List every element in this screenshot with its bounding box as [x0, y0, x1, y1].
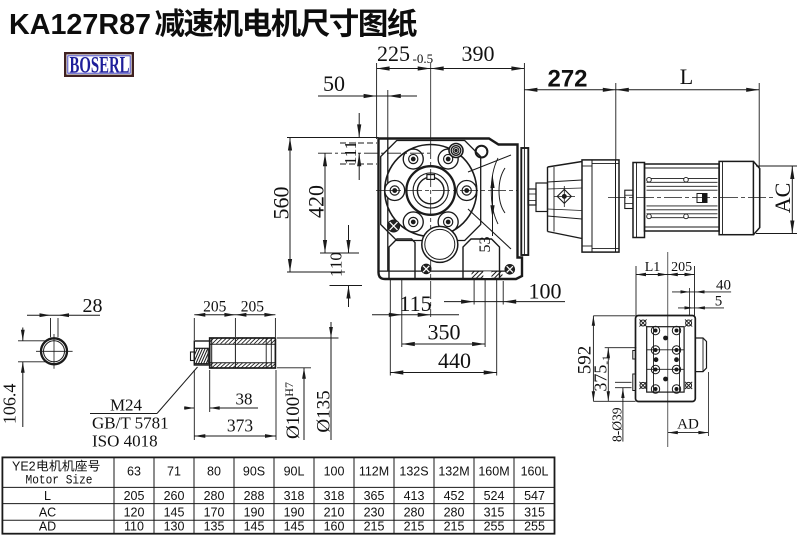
- svg-text:225: 225: [377, 41, 410, 66]
- svg-text:GB/T 5781: GB/T 5781: [92, 414, 169, 433]
- svg-text:5: 5: [715, 294, 723, 310]
- svg-text:145: 145: [244, 520, 265, 534]
- svg-text:160: 160: [324, 520, 345, 534]
- svg-text:Ø135: Ø135: [314, 390, 335, 432]
- svg-text:AC: AC: [39, 505, 56, 519]
- svg-text:260: 260: [164, 489, 185, 503]
- svg-text:315: 315: [524, 505, 545, 519]
- svg-text:80: 80: [207, 465, 221, 479]
- svg-text:120: 120: [124, 505, 145, 519]
- svg-text:ISO 4018: ISO 4018: [92, 432, 158, 451]
- svg-text:111: 111: [341, 141, 360, 165]
- svg-text:170: 170: [204, 505, 225, 519]
- svg-text:390: 390: [462, 41, 495, 66]
- svg-text:205: 205: [671, 260, 692, 275]
- svg-text:8-Ø39: 8-Ø39: [609, 407, 624, 442]
- svg-text:Motor Size: Motor Size: [26, 474, 93, 488]
- svg-text:547: 547: [524, 489, 545, 503]
- svg-text:112M: 112M: [359, 465, 389, 479]
- svg-text:145: 145: [284, 520, 305, 534]
- svg-text:205: 205: [241, 298, 265, 315]
- svg-text:288: 288: [244, 489, 265, 503]
- svg-text:115: 115: [399, 291, 431, 316]
- svg-text:50: 50: [323, 71, 345, 96]
- svg-text:160M: 160M: [478, 465, 509, 479]
- svg-text:365: 365: [364, 489, 385, 503]
- svg-text:592: 592: [575, 346, 596, 375]
- svg-text:90L: 90L: [284, 465, 305, 479]
- svg-text:YE2: YE2: [12, 460, 36, 474]
- svg-text:413: 413: [404, 489, 425, 503]
- svg-text:205: 205: [203, 298, 227, 315]
- svg-text:53: 53: [477, 237, 494, 253]
- svg-text:63: 63: [127, 465, 141, 479]
- svg-text:71: 71: [167, 465, 181, 479]
- svg-text:BOSERL: BOSERL: [70, 53, 130, 78]
- svg-text:215: 215: [444, 520, 465, 534]
- svg-text:215: 215: [364, 520, 385, 534]
- svg-text:440: 440: [438, 348, 471, 373]
- svg-text:190: 190: [244, 505, 265, 519]
- svg-text:-0.5: -0.5: [413, 51, 434, 66]
- svg-text:100: 100: [529, 279, 562, 304]
- svg-text:AD: AD: [677, 417, 699, 433]
- svg-text:350: 350: [428, 320, 461, 345]
- svg-text:280: 280: [444, 505, 465, 519]
- svg-text:110: 110: [327, 252, 346, 277]
- svg-text:315: 315: [484, 505, 505, 519]
- svg-text:272: 272: [547, 66, 587, 93]
- svg-text:160L: 160L: [521, 465, 549, 479]
- svg-text:M24: M24: [110, 396, 143, 415]
- svg-text:255: 255: [524, 520, 545, 534]
- svg-text:210: 210: [324, 505, 345, 519]
- svg-text:AC: AC: [770, 183, 795, 214]
- svg-text:280: 280: [404, 505, 425, 519]
- svg-text:132M: 132M: [438, 465, 469, 479]
- svg-text:318: 318: [324, 489, 345, 503]
- svg-text:373: 373: [227, 416, 254, 436]
- svg-text:L: L: [680, 64, 693, 89]
- svg-text:135: 135: [204, 520, 225, 534]
- svg-text:100: 100: [324, 465, 345, 479]
- svg-text:524: 524: [484, 489, 505, 503]
- svg-text:145: 145: [164, 505, 185, 519]
- svg-text:38: 38: [236, 390, 253, 409]
- svg-text:132S: 132S: [399, 465, 428, 479]
- svg-text:90S: 90S: [243, 465, 265, 479]
- svg-text:420: 420: [304, 185, 329, 218]
- svg-text:280: 280: [204, 489, 225, 503]
- svg-text:110: 110: [124, 520, 144, 534]
- svg-text:L: L: [44, 489, 51, 503]
- svg-text:452: 452: [444, 489, 465, 503]
- svg-text:28: 28: [83, 295, 103, 317]
- svg-text:560: 560: [269, 187, 294, 220]
- svg-text:AD: AD: [39, 520, 56, 534]
- svg-text:255: 255: [484, 520, 505, 534]
- svg-text:106.4: 106.4: [0, 384, 20, 425]
- svg-text:KA127R87: KA127R87: [9, 9, 151, 41]
- svg-text:205: 205: [124, 489, 145, 503]
- svg-text:215: 215: [404, 520, 425, 534]
- svg-text:230: 230: [364, 505, 385, 519]
- svg-text:190: 190: [284, 505, 305, 519]
- svg-text:318: 318: [284, 489, 305, 503]
- svg-text:130: 130: [164, 520, 185, 534]
- svg-text:L1: L1: [645, 260, 661, 275]
- svg-text:40: 40: [716, 278, 731, 294]
